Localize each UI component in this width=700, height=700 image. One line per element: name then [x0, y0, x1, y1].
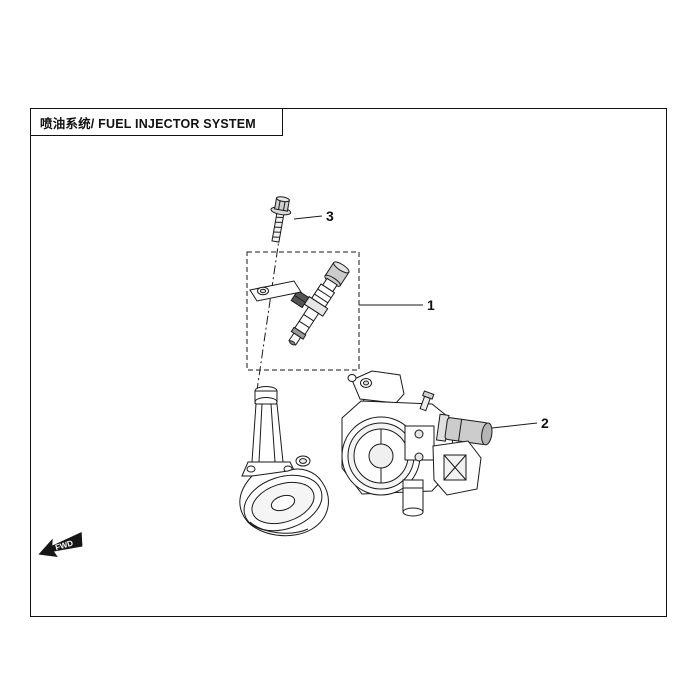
callout-1-label: 1: [427, 297, 435, 313]
callout-2-label: 2: [541, 415, 549, 431]
item-1-dashed-box: [246, 251, 360, 371]
flange-bolt-drawing: [270, 196, 292, 243]
injector-bracket-drawing: [249, 280, 302, 302]
callout-3-leader: [293, 215, 323, 220]
page-title: 喷油系统/ FUEL INJECTOR SYSTEM: [40, 116, 256, 131]
callout-2-leader: [491, 422, 538, 429]
callout-3-label: 3: [326, 208, 334, 224]
title-block: 喷油系统/ FUEL INJECTOR SYSTEM: [30, 108, 283, 136]
fwd-arrow-icon: FWD: [38, 531, 83, 558]
fuel-injector-drawing: [288, 261, 350, 346]
fwd-label: FWD: [54, 539, 74, 553]
intake-adapter-drawing: [239, 386, 329, 537]
throttle-body-drawing: [341, 370, 493, 517]
page-frame: [30, 108, 667, 617]
